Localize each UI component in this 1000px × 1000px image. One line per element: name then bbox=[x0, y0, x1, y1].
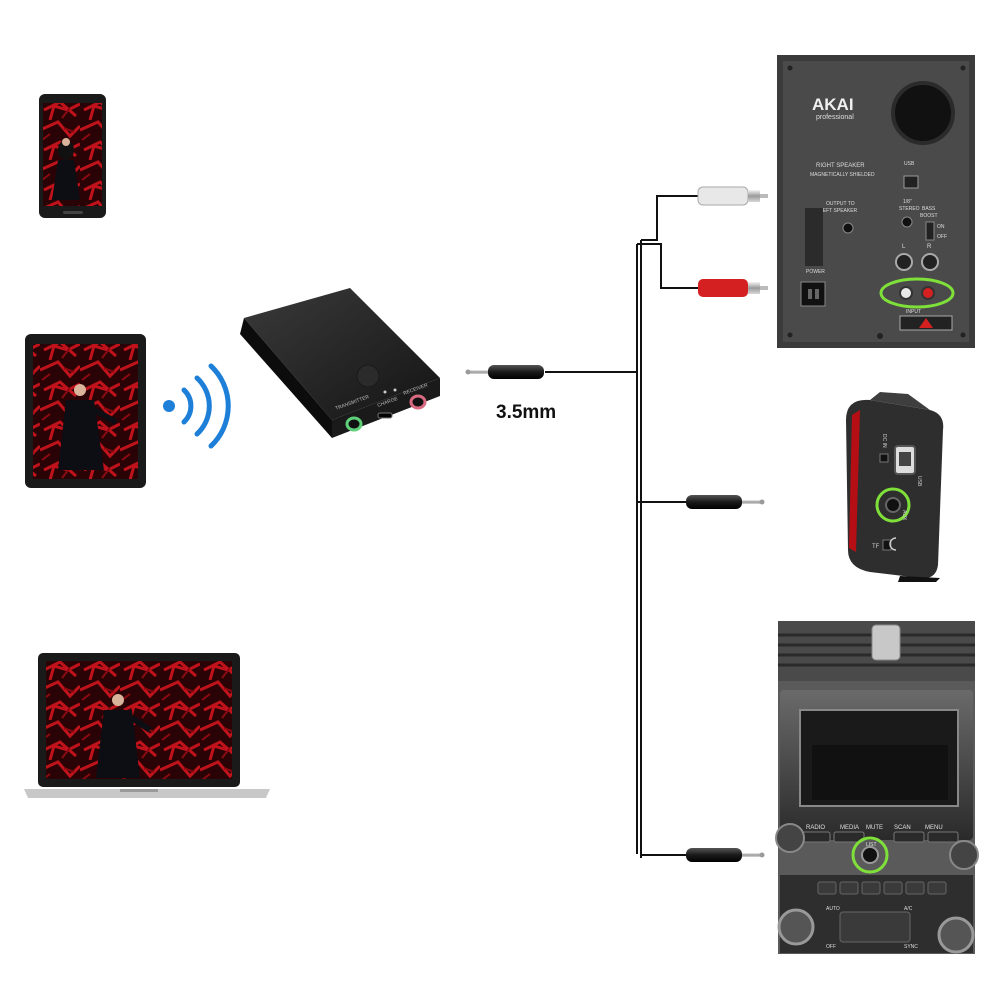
laptop-source bbox=[24, 653, 270, 798]
plug-3-5mm-portable bbox=[686, 495, 765, 509]
speaker-on: ON bbox=[937, 224, 945, 230]
car-stereo: RADIO MEDIA MUTE SCAN MENU LIST bbox=[775, 621, 979, 954]
speaker-input: INPUT bbox=[906, 309, 921, 315]
speaker-shielded: MAGNETICALLY SHIELDED bbox=[810, 172, 875, 178]
speaker-brand: AKAI bbox=[812, 95, 854, 114]
rca-plug-red bbox=[698, 279, 768, 297]
portable-tf-label: TF bbox=[872, 544, 880, 550]
speaker-power: POWER bbox=[806, 269, 825, 275]
portable-aux-label: AUX bbox=[901, 510, 907, 521]
speaker-stereo: STEREO bbox=[899, 206, 920, 212]
speaker-off: OFF bbox=[937, 234, 947, 240]
speaker-output-to: OUTPUT TO bbox=[826, 201, 855, 207]
speaker-bass: BASS bbox=[922, 206, 936, 212]
car-media-label: MEDIA bbox=[840, 825, 859, 831]
car-sync-label: SYNC bbox=[904, 944, 918, 950]
speaker-stereo-size: 1/8" bbox=[903, 199, 912, 205]
car-auto-label: AUTO bbox=[826, 906, 840, 912]
car-mute-label: MUTE bbox=[866, 825, 883, 831]
speaker-usb-label: USB bbox=[904, 161, 915, 167]
smartphone-source bbox=[39, 94, 106, 218]
speaker-brand-sub: professional bbox=[816, 114, 854, 121]
speaker-ch-r: R bbox=[927, 244, 932, 250]
cable-size-label: 3.5mm bbox=[496, 402, 557, 423]
car-off-label: OFF bbox=[826, 944, 836, 950]
speaker-model: RIGHT SPEAKER bbox=[816, 163, 865, 169]
plug-3-5mm-car bbox=[686, 848, 765, 862]
speaker-ch-l: L bbox=[902, 244, 906, 250]
bluetooth-signal-icon bbox=[163, 363, 231, 449]
car-list-label: LIST bbox=[866, 842, 877, 848]
plug-3-5mm-main bbox=[465, 365, 544, 379]
portable-speaker: DC IN USB AUX TF bbox=[846, 392, 944, 582]
cable-wiring bbox=[545, 195, 704, 858]
rca-plug-white bbox=[697, 186, 768, 206]
car-menu-label: MENU bbox=[925, 825, 943, 831]
portable-usb-label: USB bbox=[916, 476, 922, 487]
portable-dc-in-label: DC IN bbox=[881, 434, 887, 448]
car-ac-label: A/C bbox=[904, 906, 913, 912]
speaker-left-speaker: LEFT SPEAKER bbox=[820, 208, 858, 214]
car-scan-label: SCAN bbox=[894, 825, 911, 831]
akai-speaker: AKAI professional RIGHT SPEAKER MAGNETIC… bbox=[777, 55, 975, 348]
bluetooth-adapter: TRANSMITTER CHARGE RECEIVER bbox=[240, 288, 440, 438]
tablet-source bbox=[25, 334, 146, 488]
car-radio-label: RADIO bbox=[806, 825, 825, 831]
speaker-boost: BOOST bbox=[920, 213, 938, 219]
